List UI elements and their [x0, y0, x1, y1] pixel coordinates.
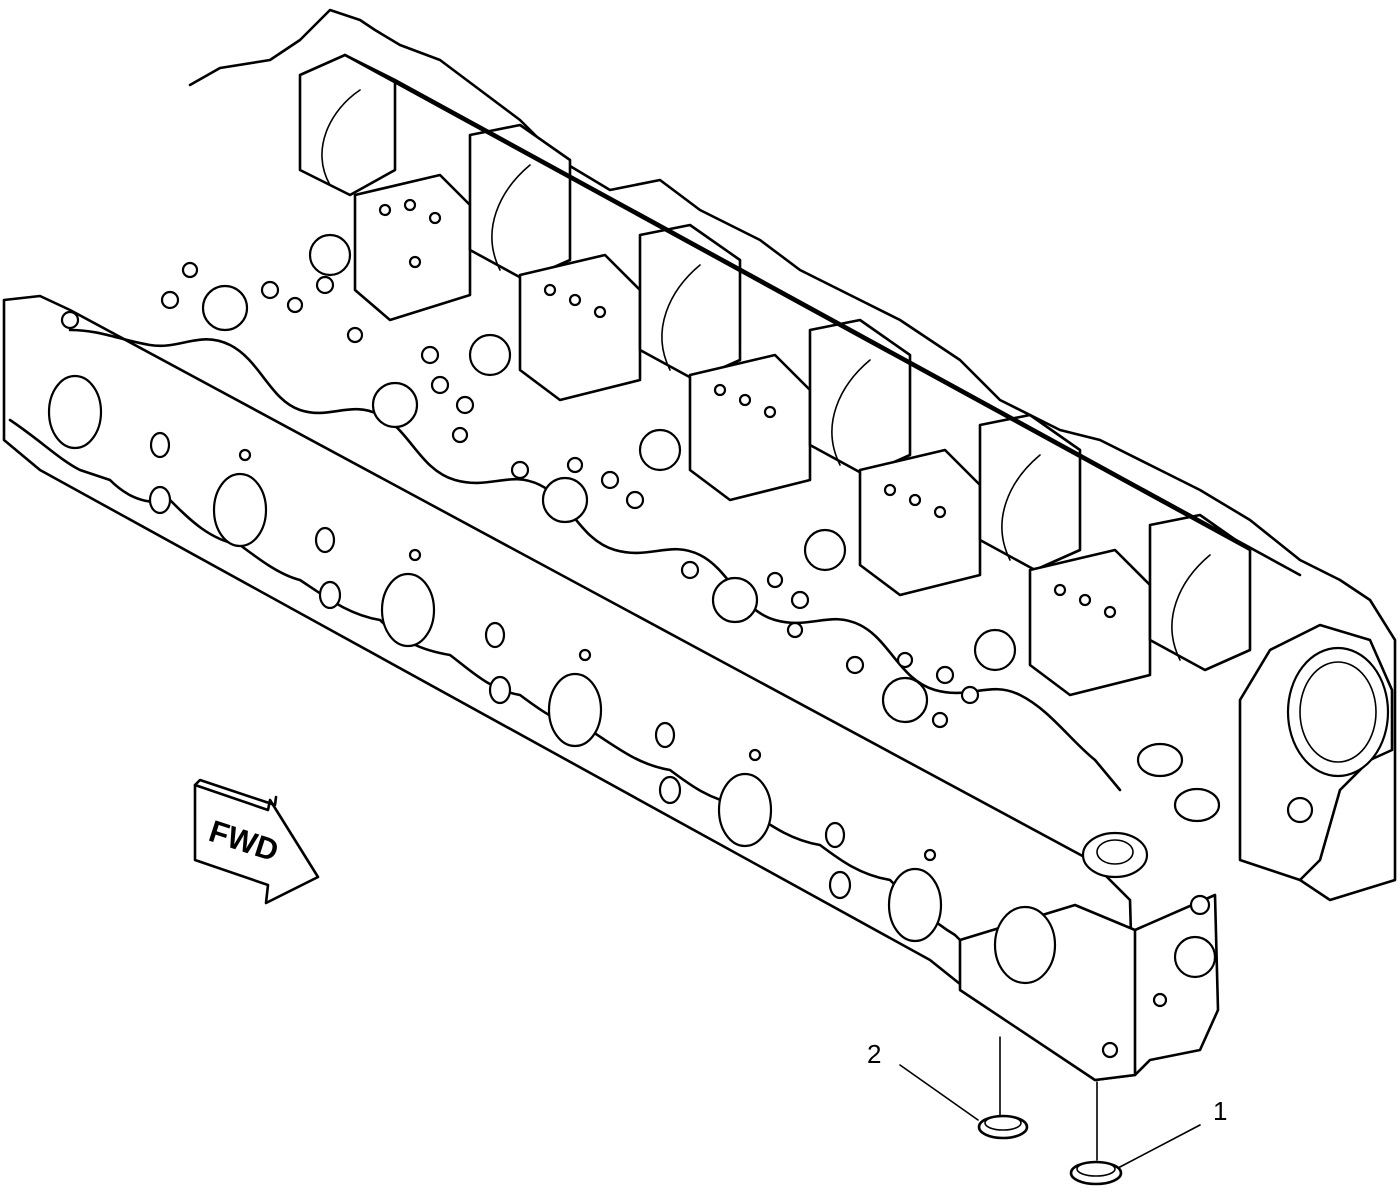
head-flange-edge: [68, 328, 1122, 792]
cam-towers: [298, 53, 1302, 697]
plug-2: [977, 1114, 1029, 1140]
callout-1: 1: [1069, 1081, 1227, 1186]
front-port: [993, 905, 1057, 985]
side-ports: [47, 310, 943, 943]
head-base-edge: [8, 418, 982, 962]
callout-label-1: 1: [1213, 1096, 1227, 1126]
fwd-arrow: FWD: [193, 778, 320, 905]
deck-holes: [160, 233, 1017, 729]
end-bore: [1286, 646, 1390, 778]
callout-2: 2: [867, 1036, 1029, 1140]
head-top-deck: [188, 8, 1397, 902]
callout-label-2: 2: [867, 1039, 881, 1069]
